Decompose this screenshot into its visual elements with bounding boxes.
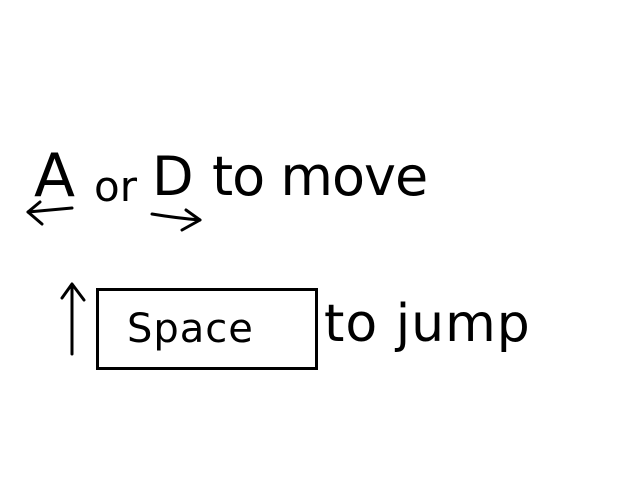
or-label: or bbox=[94, 162, 137, 211]
move-action-text: to move bbox=[212, 145, 428, 208]
jump-action-text: to jump bbox=[324, 294, 531, 354]
key-a-label: A bbox=[34, 141, 76, 211]
space-key[interactable]: Space bbox=[96, 288, 318, 370]
left-arrow-icon bbox=[26, 200, 74, 226]
up-arrow-icon bbox=[60, 282, 86, 356]
key-d-label: D bbox=[152, 145, 194, 208]
space-key-label: Space bbox=[127, 306, 254, 352]
right-arrow-icon bbox=[150, 208, 202, 232]
